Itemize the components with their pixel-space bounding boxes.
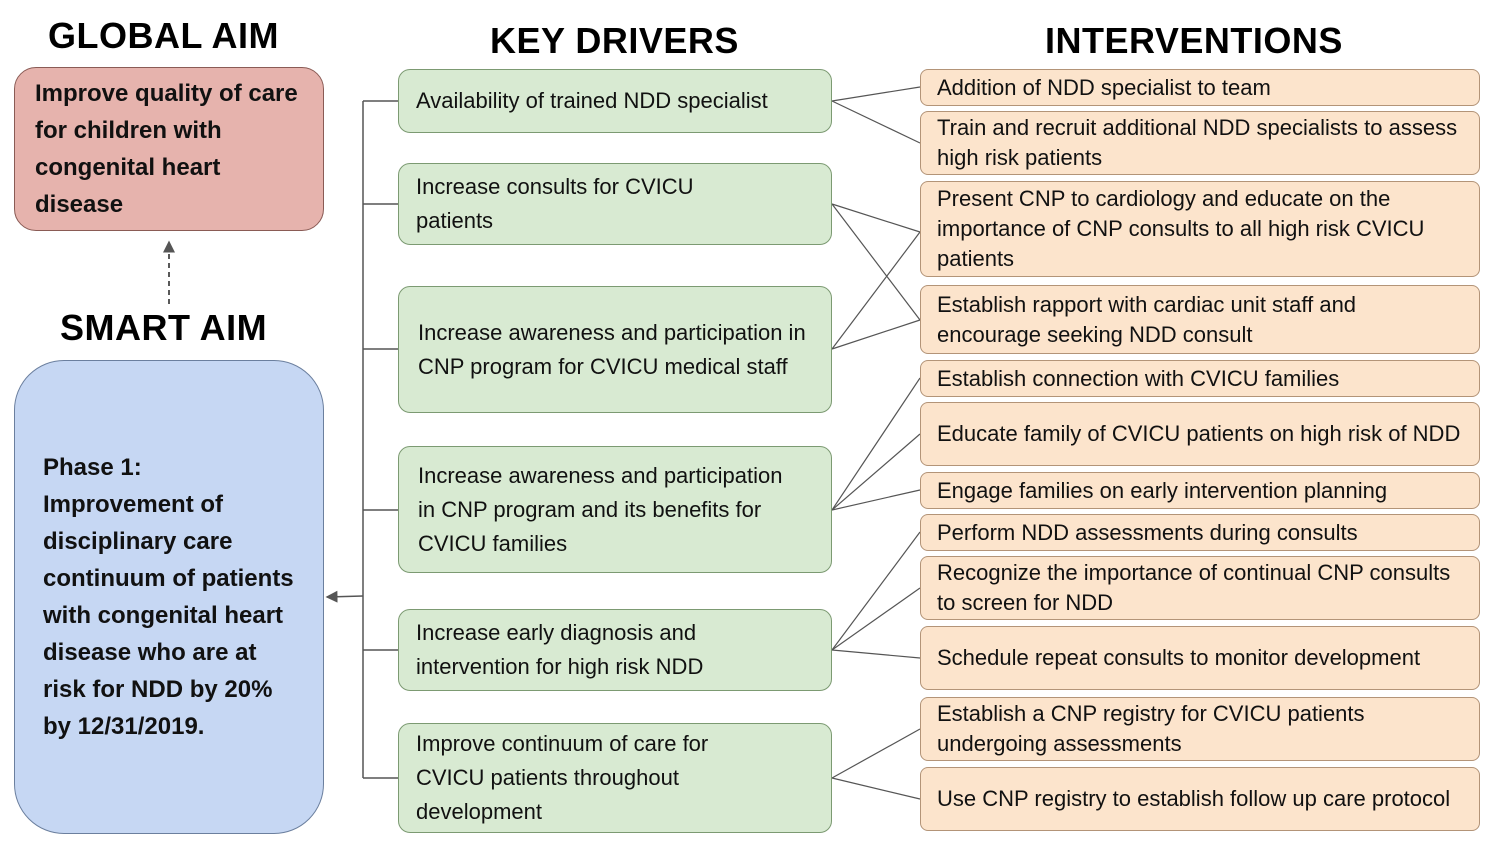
intervention-box: Engage families on early intervention pl… (920, 472, 1480, 509)
intervention-text: Establish rapport with cardiac unit staf… (937, 291, 1357, 347)
smart-aim-box: Phase 1: Improvement of disciplinary car… (14, 360, 324, 834)
intervention-box: Establish a CNP registry for CVICU patie… (920, 697, 1480, 761)
intervention-text: Schedule repeat consults to monitor deve… (937, 645, 1421, 670)
intervention-text: Educate family of CVICU patients on high… (937, 421, 1461, 446)
driver-text: Increase awareness and participation in … (418, 462, 783, 556)
intervention-box: Establish rapport with cardiac unit staf… (920, 285, 1480, 354)
intervention-box: Recognize the importance of continual CN… (920, 556, 1480, 620)
global-aim-heading: GLOBAL AIM (48, 15, 279, 56)
intervention-text: Establish a CNP registry for CVICU patie… (937, 701, 1365, 756)
key-drivers-heading: KEY DRIVERS (490, 20, 739, 61)
intervention-box: Educate family of CVICU patients on high… (920, 402, 1480, 466)
driver-intervention-links (831, 86, 921, 800)
intervention-box: Present CNP to cardiology and educate on… (920, 181, 1480, 277)
global-aim-box: Improve quality of care for children wit… (14, 67, 324, 231)
smart-aim-text: Phase 1: Improvement of disciplinary car… (43, 454, 294, 740)
intervention-text: Recognize the importance of continual CN… (937, 560, 1451, 615)
intervention-text: Addition of NDD specialist to team (937, 74, 1271, 100)
intervention-text: Establish connection with CVICU families (937, 365, 1340, 391)
drivers-to-smart-arrow (325, 590, 364, 603)
driver-text: Availability of trained NDD specialist (416, 88, 768, 113)
intervention-text: Engage families on early intervention pl… (937, 477, 1388, 503)
intervention-text: Train and recruit additional NDD special… (937, 115, 1458, 170)
driver-box: Increase early diagnosis and interventio… (398, 609, 832, 691)
intervention-box: Schedule repeat consults to monitor deve… (920, 626, 1480, 690)
intervention-text: Present CNP to cardiology and educate on… (937, 186, 1425, 271)
driver-box: Increase awareness and participation in … (398, 446, 832, 573)
intervention-box: Train and recruit additional NDD special… (920, 111, 1480, 175)
interventions-heading: INTERVENTIONS (1045, 20, 1343, 61)
intervention-text: Use CNP registry to establish follow up … (937, 786, 1451, 811)
driver-text: Improve continuum of care for CVICU pati… (416, 731, 709, 824)
driver-box: Increase consults for CVICU patients (398, 163, 832, 245)
intervention-box: Establish connection with CVICU families (920, 360, 1480, 397)
intervention-text: Perform NDD assessments during consults (937, 519, 1358, 545)
driver-text: Increase awareness and participation in … (418, 319, 806, 379)
driver-box: Availability of trained NDD specialist (398, 69, 832, 133)
driver-box: Improve continuum of care for CVICU pati… (398, 723, 832, 833)
intervention-box: Addition of NDD specialist to team (920, 69, 1480, 106)
driver-box: Increase awareness and participation in … (398, 286, 832, 413)
driver-text: Increase early diagnosis and interventio… (416, 620, 704, 679)
smart-aim-heading: SMART AIM (60, 307, 268, 348)
intervention-box: Use CNP registry to establish follow up … (920, 767, 1480, 831)
driver-text: Increase consults for CVICU patients (416, 174, 694, 233)
intervention-box: Perform NDD assessments during consults (920, 514, 1480, 551)
driver-bracket-ticks (363, 100, 398, 779)
global-aim-text: Improve quality of care for children wit… (35, 80, 298, 218)
